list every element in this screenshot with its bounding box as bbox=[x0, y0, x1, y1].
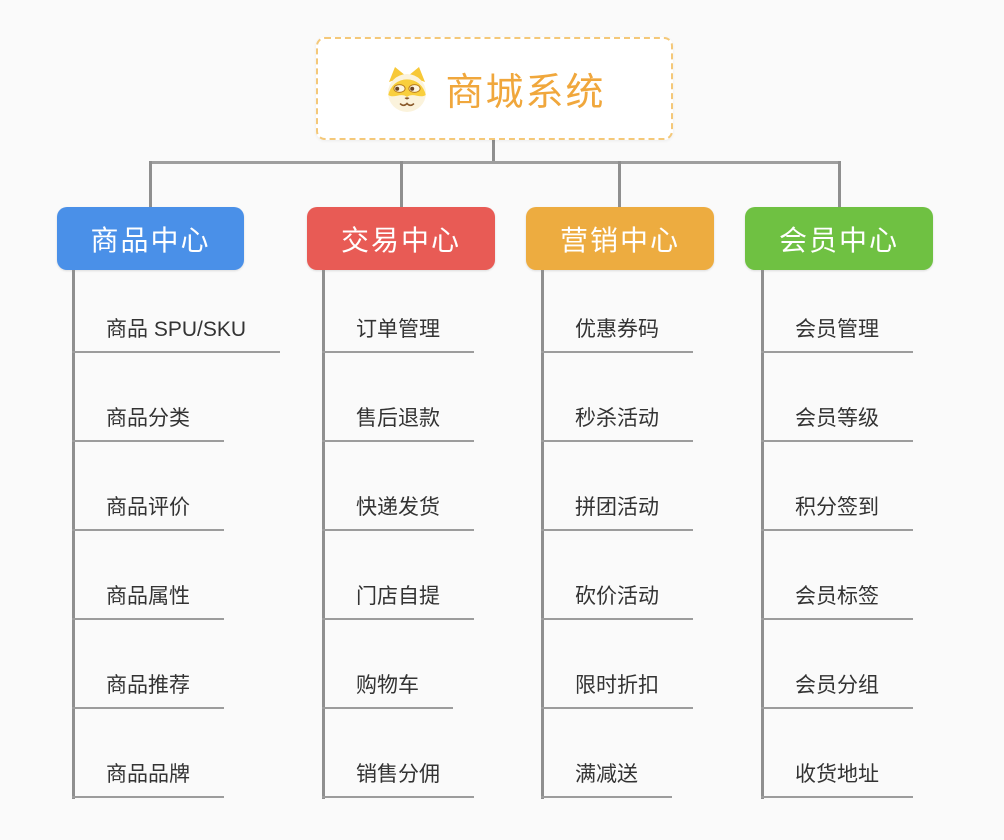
branch-children-marketing-center: 优惠券码 秒杀活动 拼团活动 砍价活动 限时折扣 满减送 bbox=[541, 270, 781, 799]
leaf-node[interactable]: 商品属性 bbox=[72, 582, 224, 620]
leaf-node[interactable]: 商品品牌 bbox=[72, 760, 224, 798]
branch-node-product-center[interactable]: 商品中心 bbox=[57, 207, 244, 270]
branch-label: 会员中心 bbox=[778, 224, 899, 256]
leaf-node[interactable]: 收货地址 bbox=[761, 760, 913, 798]
shiba-dog-icon bbox=[388, 66, 427, 112]
leaf-node[interactable]: 会员标签 bbox=[761, 582, 913, 620]
branch-node-trade-center[interactable]: 交易中心 bbox=[307, 207, 495, 270]
leaf-node[interactable]: 砍价活动 bbox=[541, 582, 693, 620]
branch-node-member-center[interactable]: 会员中心 bbox=[745, 207, 933, 270]
leaf-node[interactable]: 会员管理 bbox=[761, 315, 913, 353]
leaf-node[interactable]: 满减送 bbox=[541, 760, 672, 798]
leaf-node[interactable]: 门店自提 bbox=[322, 582, 474, 620]
leaf-node[interactable]: 售后退款 bbox=[322, 404, 474, 442]
branch-node-marketing-center[interactable]: 营销中心 bbox=[526, 207, 714, 270]
leaf-node[interactable]: 商品分类 bbox=[72, 404, 224, 442]
connector-branch-drop-1 bbox=[149, 161, 152, 207]
connector-bus bbox=[149, 161, 841, 164]
branch-children-product-center: 商品 SPU/SKU 商品分类 商品评价 商品属性 商品推荐 商品品牌 bbox=[72, 270, 312, 799]
leaf-node[interactable]: 商品推荐 bbox=[72, 671, 224, 709]
connector-branch-drop-4 bbox=[838, 161, 841, 207]
connector-root-drop bbox=[492, 140, 495, 164]
leaf-node[interactable]: 限时折扣 bbox=[541, 671, 693, 709]
branch-label: 营销中心 bbox=[559, 224, 680, 256]
branch-children-trade-center: 订单管理 售后退款 快递发货 门店自提 购物车 销售分佣 bbox=[322, 270, 562, 799]
root-title: 商城系统 bbox=[445, 72, 606, 114]
leaf-node[interactable]: 拼团活动 bbox=[541, 493, 693, 531]
branch-label: 商品中心 bbox=[90, 224, 211, 256]
leaf-node[interactable]: 订单管理 bbox=[322, 315, 474, 353]
leaf-node[interactable]: 会员分组 bbox=[761, 671, 913, 709]
leaf-node[interactable]: 优惠券码 bbox=[541, 315, 693, 353]
leaf-node[interactable]: 秒杀活动 bbox=[541, 404, 693, 442]
root-node[interactable]: 商城系统 bbox=[316, 37, 673, 140]
leaf-node[interactable]: 商品 SPU/SKU bbox=[72, 315, 281, 353]
leaf-node[interactable]: 会员等级 bbox=[761, 404, 913, 442]
connector-branch-drop-2 bbox=[400, 161, 403, 207]
branch-children-member-center: 会员管理 会员等级 积分签到 会员标签 会员分组 收货地址 bbox=[761, 270, 1001, 799]
connector-branch-drop-3 bbox=[618, 161, 621, 207]
leaf-node[interactable]: 快递发货 bbox=[322, 493, 474, 531]
leaf-node[interactable]: 积分签到 bbox=[761, 493, 913, 531]
leaf-node[interactable]: 商品评价 bbox=[72, 493, 224, 531]
leaf-node[interactable]: 购物车 bbox=[322, 671, 453, 709]
branch-label: 交易中心 bbox=[340, 224, 461, 256]
leaf-node[interactable]: 销售分佣 bbox=[322, 760, 474, 798]
